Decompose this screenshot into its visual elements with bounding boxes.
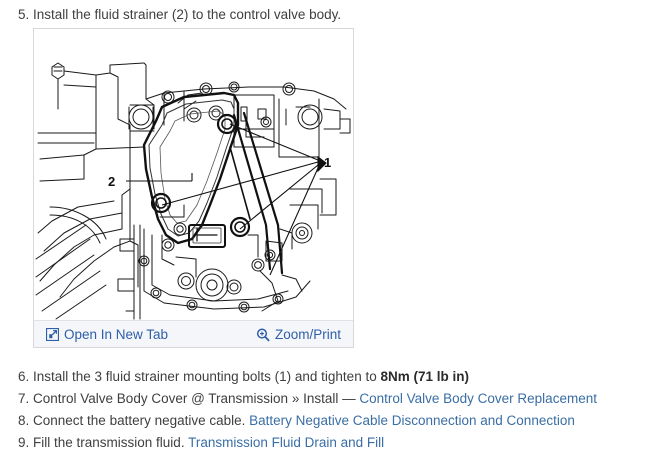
step-text-9: Fill the transmission fluid.	[29, 435, 189, 450]
step-number-6: 6.	[18, 369, 30, 384]
link-transmission-fluid-drain-and-fill[interactable]: Transmission Fluid Drain and Fill	[188, 435, 385, 450]
step-torque-value: 8Nm (71 lb in)	[380, 369, 469, 384]
figure-panel: 1 2 Open In New Tab	[33, 28, 354, 348]
magnifier-plus-icon	[256, 328, 270, 342]
step-item-7: 7. Control Valve Body Cover @ Transmissi…	[18, 389, 648, 408]
figure-callout-1: 1	[324, 155, 331, 170]
open-in-new-tab-label: Open In New Tab	[64, 327, 169, 342]
step-text-7: Control Valve Body Cover @ Transmission …	[29, 391, 360, 406]
zoom-print-button[interactable]: Zoom/Print	[256, 321, 341, 348]
step-item-6: 6. Install the 3 fluid strainer mounting…	[18, 367, 648, 386]
transmission-diagram-svg: 1 2	[34, 29, 353, 320]
figure-image[interactable]: 1 2	[34, 29, 353, 320]
figure-toolbar: Open In New Tab Zoom/Print	[34, 320, 353, 347]
figure-callout-2: 2	[108, 174, 115, 189]
step-number-9: 9.	[18, 435, 30, 450]
step-number-7: 7.	[18, 391, 30, 406]
step-number-8: 8.	[18, 413, 30, 428]
intro-step-text: 5. Install the fluid strainer (2) to the…	[18, 7, 342, 22]
step-text-8: Connect the battery negative cable.	[29, 413, 250, 428]
step-item-8: 8. Connect the battery negative cable. B…	[18, 411, 648, 430]
step-text-6: Install the 3 fluid strainer mounting bo…	[29, 369, 381, 384]
step-item-9: 9. Fill the transmission fluid. Transmis…	[18, 433, 648, 452]
open-in-new-tab-icon	[45, 328, 59, 342]
open-in-new-tab-button[interactable]: Open In New Tab	[45, 321, 168, 348]
procedure-steps-list: 6. Install the 3 fluid strainer mounting…	[18, 367, 648, 453]
zoom-print-label: Zoom/Print	[275, 327, 342, 342]
link-control-valve-body-cover-replacement[interactable]: Control Valve Body Cover Replacement	[359, 391, 597, 406]
link-battery-negative-cable-disconnection-and-connection[interactable]: Battery Negative Cable Disconnection and…	[249, 413, 575, 428]
